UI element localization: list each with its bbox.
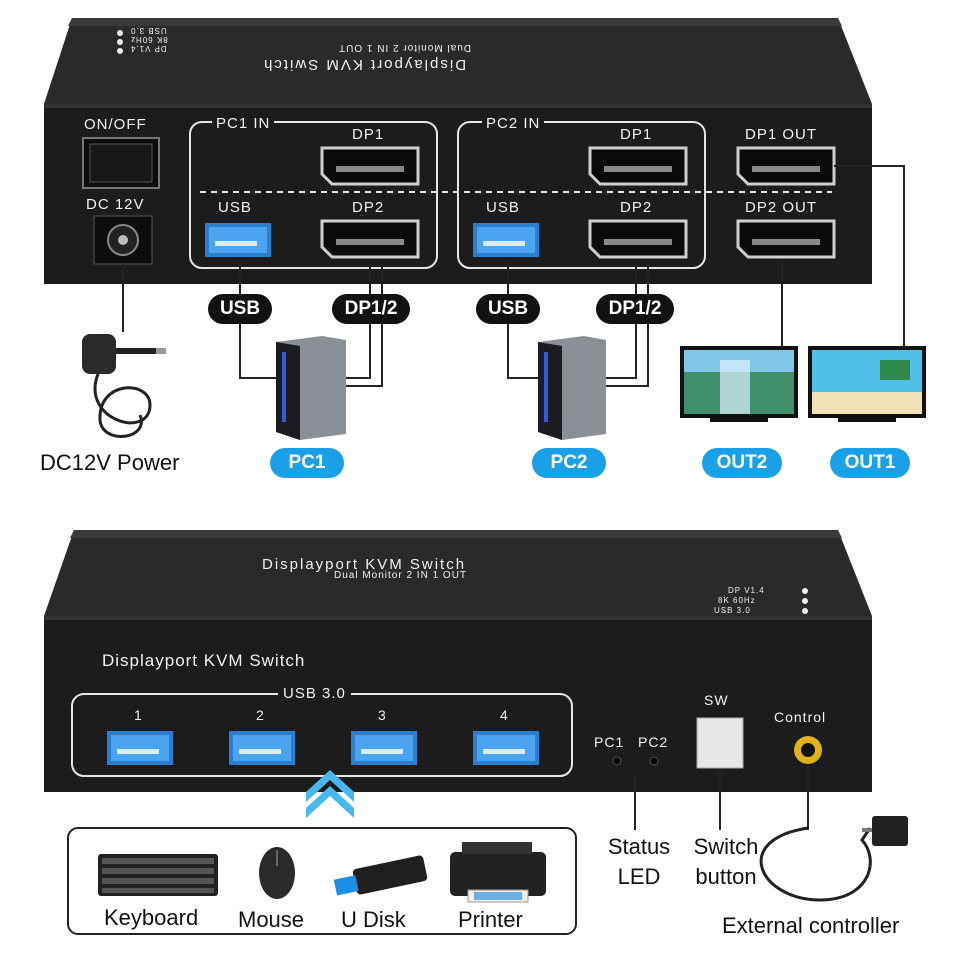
power-caption: DC12V Power [40,450,180,475]
bottom-device-illustration [44,530,908,935]
usb-group-label: USB 3.0 [278,685,351,702]
pc2-usb-port [470,220,542,260]
monitor-out2-icon [680,346,798,422]
u-disk-caption: U Disk [341,907,406,932]
mouse-icon [259,847,295,899]
external-controller-caption: External controller [722,913,900,938]
usb-port-number-4: 4 [500,707,509,723]
bottom-spec-3: USB 3.0 [714,606,751,615]
status-led-caption: Status LED [607,834,671,889]
pc1-usb-label: USB [218,199,252,216]
led-pc1-label: PC1 [594,734,625,750]
bottom-device-top-subtitle: Dual Monitor 2 IN 1 OUT [334,570,468,581]
power-switch-label: ON/OFF [84,116,147,133]
pc2-dp-tag: DP1/2 [596,294,674,324]
pc1-tower-icon [276,336,346,440]
pc1-usb-port [202,220,274,260]
usb-port-number-3: 3 [378,707,387,723]
out2-badge: OUT2 [702,448,782,478]
pc2-tower-icon [538,336,606,440]
pc1-dp-tag: DP1/2 [332,294,410,324]
usb-port-3 [348,728,420,768]
dp1-out-label: DP1 OUT [745,126,818,143]
front-panel-title: Displayport KVM Switch [102,651,306,670]
pc2-usb-tag: USB [476,294,540,324]
dp2-out-label: DP2 OUT [745,199,818,216]
dc-input-label: DC 12V [86,196,145,213]
usb-port-2 [226,728,298,768]
top-device-spec-2: 8K 60Hz [130,35,168,44]
usb-port-number-1: 1 [134,707,143,723]
switch-button-caption: Switch button [693,834,759,889]
external-controller-icon [759,816,908,902]
top-device-subtitle: Dual Monitor 2 IN 1 OUT [338,42,472,53]
power-adapter-icon [82,334,166,438]
pc1-dp1-label: DP1 [352,126,385,143]
top-device-spec-3: DP V1.4 [130,44,167,53]
printer-icon [450,842,546,903]
control-label: Control [774,709,827,725]
out1-badge: OUT1 [830,448,910,478]
pc1-badge: PC1 [270,448,344,478]
monitor-out1-icon [808,346,926,422]
pc2-badge: PC2 [532,448,606,478]
keyboard-icon [98,854,218,896]
usb-port-1 [104,728,176,768]
usb-port-number-2: 2 [256,707,265,723]
printer-caption: Printer [458,907,523,932]
pc2-dp1-label: DP1 [620,126,653,143]
bottom-spec-1: DP V1.4 [728,586,765,595]
led-pc2-label: PC2 [638,734,669,750]
sw-label: SW [704,692,729,708]
keyboard-caption: Keyboard [104,905,199,930]
mouse-caption: Mouse [238,907,305,932]
top-device-illustration [44,18,926,440]
pc1-usb-tag: USB [208,294,272,324]
pc2-usb-label: USB [486,199,520,216]
bottom-device-top-title: Displayport KVM Switch [262,556,467,573]
top-device-title: Displayport KVM Switch [262,56,467,73]
pc1-group-label: PC1 IN [212,115,275,132]
pc2-group-label: PC2 IN [482,115,545,132]
pc1-dp2-label: DP2 [352,199,385,216]
pc2-dp2-label: DP2 [620,199,653,216]
top-device-spec-1: USB 3.0 [130,26,167,35]
bottom-spec-2: 8K 60Hz [718,596,756,605]
u-disk-icon [333,855,428,896]
usb-port-4 [470,728,542,768]
